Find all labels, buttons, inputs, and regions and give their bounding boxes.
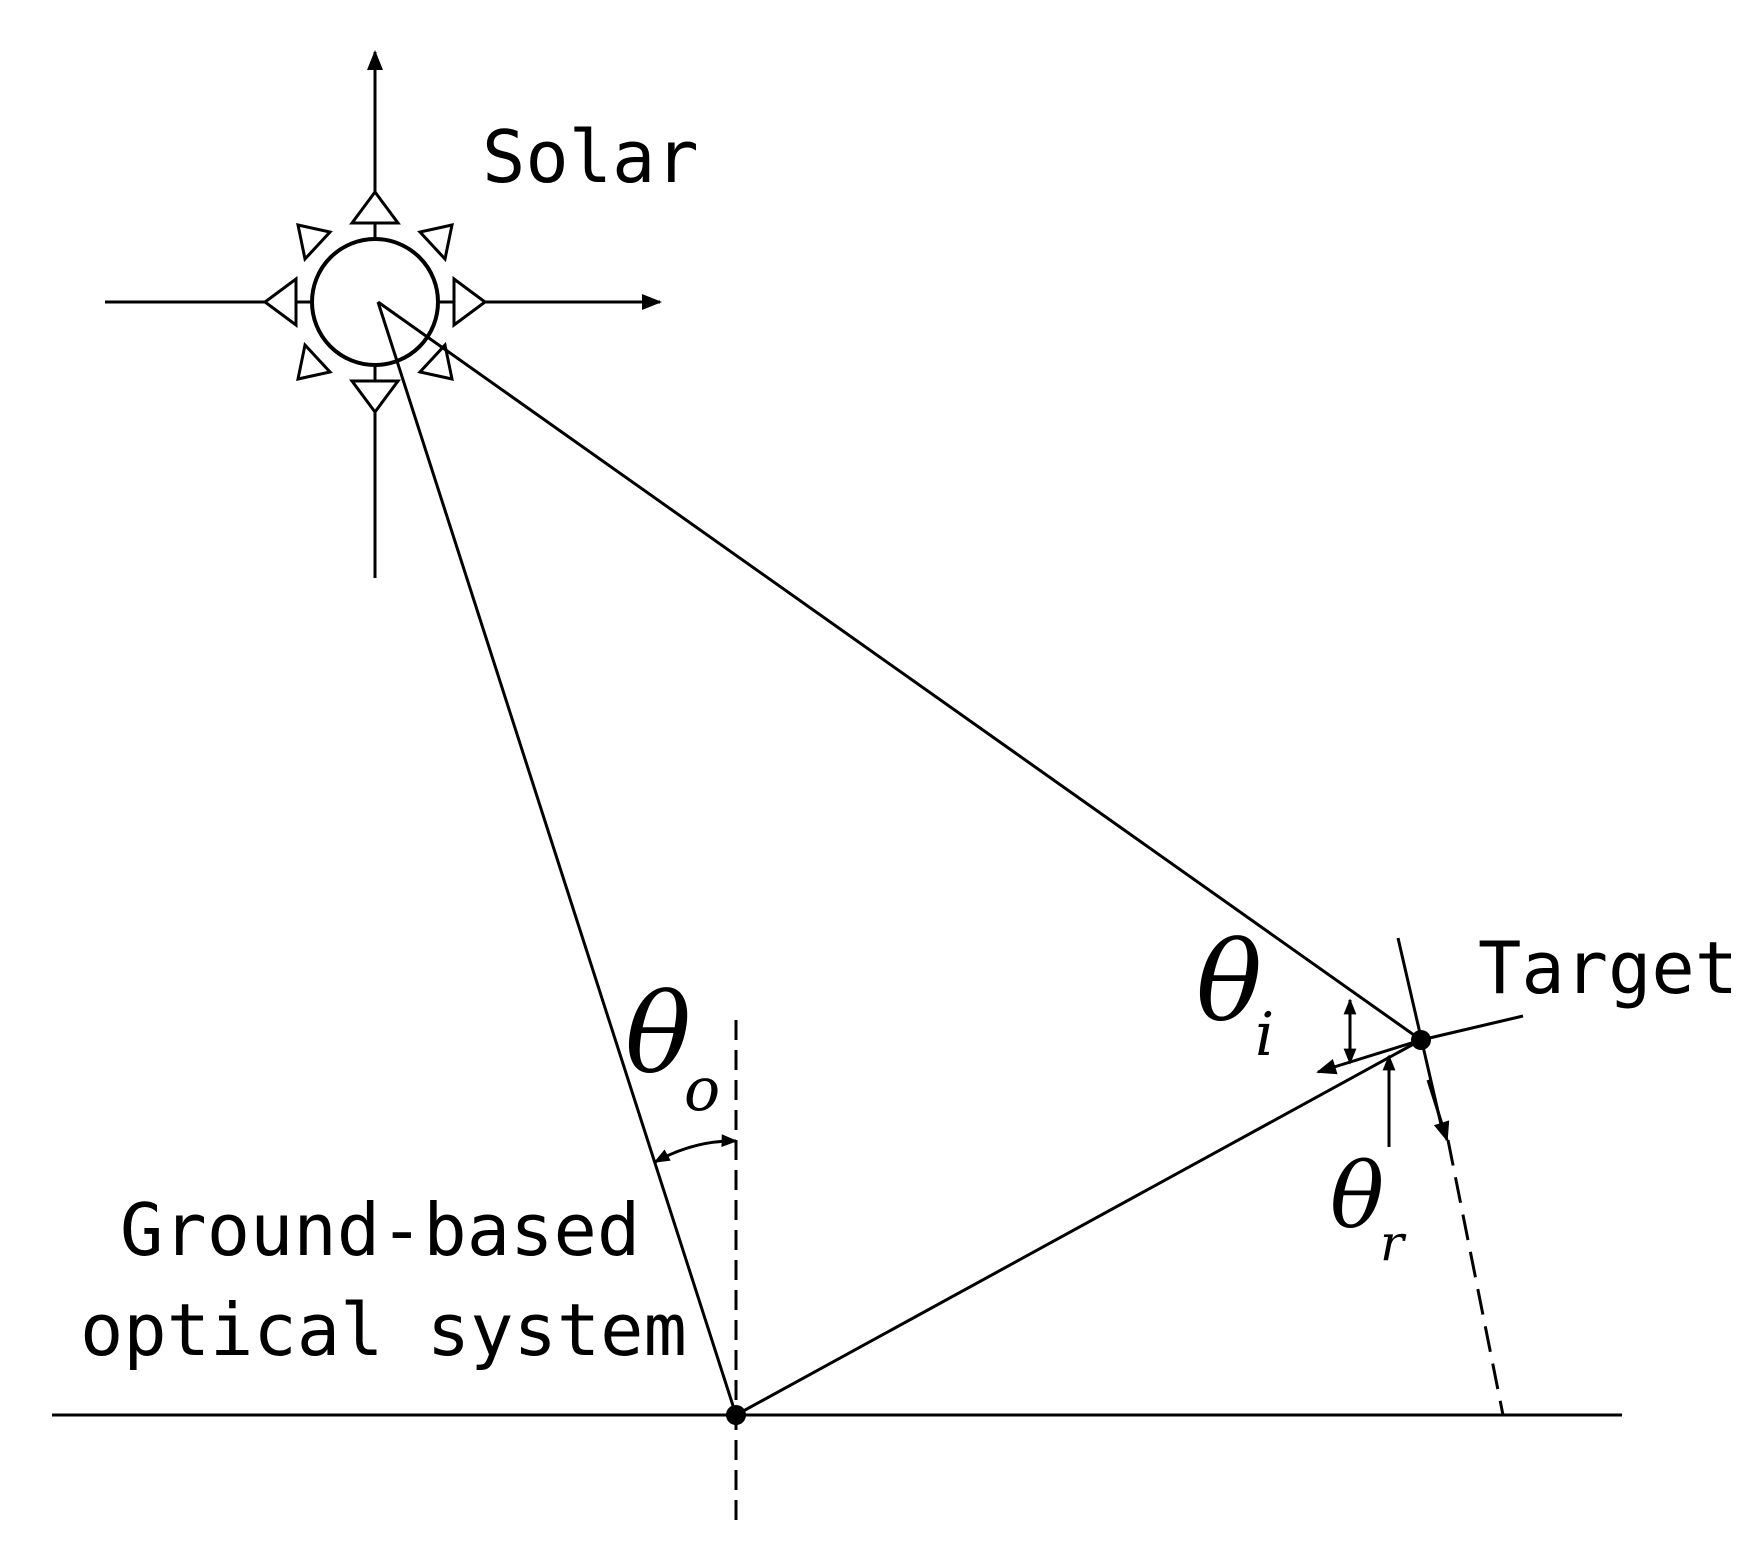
- sun-icon: [105, 50, 662, 578]
- target-normal-line: [1420, 1014, 1524, 1042]
- theta-i-subscript: i: [1255, 1000, 1274, 1070]
- target-label: Target: [1478, 926, 1738, 1010]
- target-point: [1411, 1030, 1431, 1050]
- ground-station-label-line1: Ground-based: [120, 1188, 640, 1272]
- ground-station-label-line2: optical system: [80, 1288, 687, 1372]
- sun-rays: [262, 189, 488, 415]
- theta-r-subscript: r: [1380, 1214, 1407, 1272]
- geometry-lines: [52, 300, 1622, 1525]
- sun-to-station-line: [376, 301, 738, 1416]
- theta-r-symbol: θ: [1330, 1144, 1384, 1249]
- sun-to-target-line: [377, 300, 1422, 1042]
- theta-o-symbol: θ: [625, 970, 691, 1098]
- theta-o-arc: [653, 1134, 738, 1164]
- sun-disk: [310, 237, 440, 367]
- ground-station-point: [726, 1405, 746, 1425]
- theta-o-subscript: o: [684, 1055, 720, 1125]
- normal-reverse-arrow: [1316, 1038, 1422, 1075]
- station-to-target-line: [735, 1038, 1422, 1417]
- theta-i-symbol: θ: [1196, 918, 1262, 1046]
- solar-label: Solar: [482, 115, 699, 199]
- surface-direction-arrow: [1426, 1079, 1450, 1142]
- target-arrows: [1316, 998, 1450, 1147]
- target-surface-dashed: [1446, 1139, 1505, 1416]
